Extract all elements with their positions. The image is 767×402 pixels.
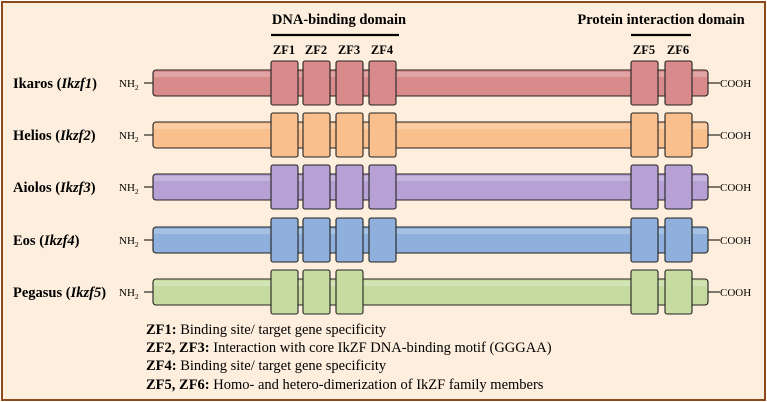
zinc-finger-zf2	[302, 164, 331, 210]
zinc-finger-zf2	[302, 217, 331, 263]
legend-text: Homo- and hetero-dimerization of IkZF fa…	[209, 376, 544, 393]
zinc-finger-zf4	[368, 217, 397, 263]
zinc-finger-zf6	[664, 164, 693, 210]
legend-key: ZF1:	[146, 322, 177, 338]
n-terminus-label: NH2	[119, 287, 139, 301]
n-terminus-label: NH2	[119, 235, 139, 249]
legend-row-zf4: ZF4: Binding site/ target gene specifici…	[146, 357, 552, 375]
zinc-finger-zf4	[368, 60, 397, 106]
n-terminus-label: NH2	[119, 130, 139, 144]
zinc-finger-zf6	[664, 217, 693, 263]
legend-row-zf2-zf3: ZF2, ZF3: Interaction with core IkZF DNA…	[146, 339, 552, 357]
n-terminus-label: NH2	[119, 182, 139, 196]
zf-label-zf3: ZF3	[338, 43, 360, 57]
zinc-finger-zf2	[302, 60, 331, 106]
zinc-finger-zf3	[335, 269, 364, 315]
legend-text: Binding site/ target gene specificity	[176, 358, 387, 375]
legend: ZF1: Binding site/ target gene specifici…	[146, 321, 552, 394]
zinc-finger-zf5	[630, 112, 659, 158]
protein-name-label: Aiolos (Ikzf3)	[13, 180, 96, 196]
legend-text: Interaction with core IkZF DNA-binding m…	[209, 340, 552, 357]
legend-row-zf1: ZF1: Binding site/ target gene specifici…	[146, 321, 552, 339]
protein-name-label: Eos (Ikzf4)	[13, 233, 80, 249]
zinc-finger-zf5	[630, 269, 659, 315]
c-terminus-label: COOH	[720, 130, 751, 142]
protein-name-label: Pegasus (Ikzf5)	[13, 285, 106, 301]
backbone-highlight	[154, 229, 707, 234]
zinc-finger-zf2	[302, 269, 331, 315]
c-terminus-label: COOH	[720, 78, 751, 90]
zinc-finger-zf6	[664, 112, 693, 158]
zinc-finger-zf5	[630, 164, 659, 210]
legend-key: ZF2, ZF3:	[146, 340, 210, 357]
zinc-finger-zf3	[335, 60, 364, 106]
c-terminus-label: COOH	[720, 287, 751, 299]
zinc-finger-zf6	[664, 60, 693, 106]
zinc-finger-zf1	[270, 112, 299, 158]
zinc-finger-zf5	[630, 217, 659, 263]
legend-text: Binding site/ target gene specificity	[176, 322, 387, 338]
zinc-finger-zf4	[368, 112, 397, 158]
zf-label-zf6: ZF6	[667, 43, 689, 57]
protein-row-eos: Eos (Ikzf4) NH2 COOH	[13, 217, 751, 263]
zf-label-zf2: ZF2	[305, 43, 327, 57]
ikzf-domain-diagram: DNA-binding domain Protein interaction d…	[13, 12, 751, 315]
dna-binding-domain-label: DNA-binding domain	[272, 12, 406, 28]
protein-row-ikaros: Ikaros (Ikzf1) NH2 COOH	[13, 60, 751, 106]
zinc-finger-zf3	[335, 112, 364, 158]
legend-key: ZF5, ZF6:	[146, 376, 210, 393]
backbone-highlight	[154, 72, 707, 77]
zinc-finger-zf1	[270, 60, 299, 106]
backbone-highlight	[154, 281, 707, 286]
protein-name-label: Ikaros (Ikzf1)	[13, 76, 97, 92]
zinc-finger-zf2	[302, 112, 331, 158]
legend-row-zf5-zf6: ZF5, ZF6: Homo- and hetero-dimerization …	[146, 376, 552, 394]
zinc-finger-zf3	[335, 164, 364, 210]
c-terminus-label: COOH	[720, 235, 751, 247]
zinc-finger-zf3	[335, 217, 364, 263]
protein-name-label: Helios (Ikzf2)	[13, 128, 96, 144]
backbone-highlight	[154, 124, 707, 129]
protein-row-helios: Helios (Ikzf2) NH2 COOH	[13, 112, 751, 158]
protein-row-pegasus: Pegasus (Ikzf5) NH2 COOH	[13, 269, 751, 315]
n-terminus-label: NH2	[119, 78, 139, 92]
zf-label-zf4: ZF4	[371, 43, 394, 57]
backbone-highlight	[154, 176, 707, 181]
zinc-finger-zf5	[630, 60, 659, 106]
c-terminus-label: COOH	[720, 182, 751, 194]
zf-label-zf5: ZF5	[633, 43, 655, 57]
zf-label-zf1: ZF1	[273, 43, 295, 57]
legend-key: ZF4:	[146, 358, 177, 375]
zinc-finger-zf6	[664, 269, 693, 315]
protein-interaction-domain-label: Protein interaction domain	[577, 12, 744, 28]
zinc-finger-zf1	[270, 217, 299, 263]
zinc-finger-zf1	[270, 164, 299, 210]
zinc-finger-zf4	[368, 164, 397, 210]
protein-row-aiolos: Aiolos (Ikzf3) NH2 COOH	[13, 164, 751, 210]
zinc-finger-zf1	[270, 269, 299, 315]
